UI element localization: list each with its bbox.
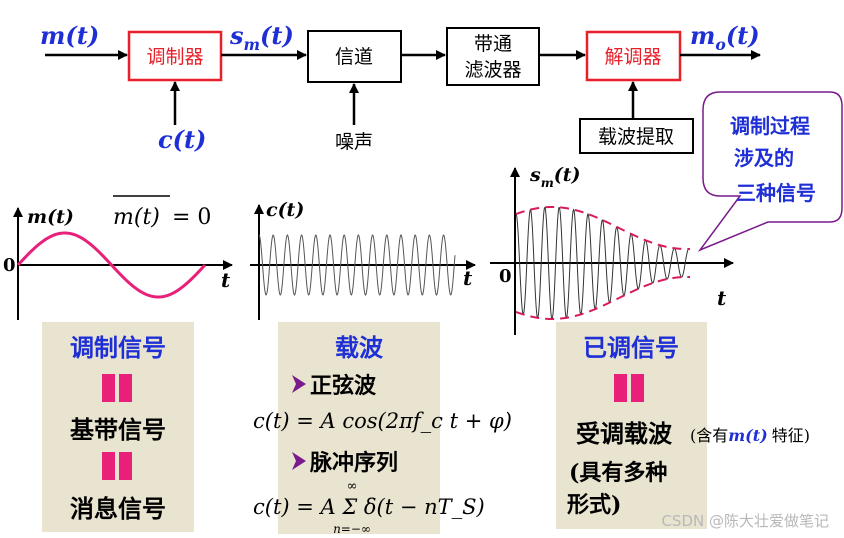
channel-block [307,30,402,83]
noise-label: 噪声 [335,131,373,153]
block-diagram: m(t) 调制器 c(t) sm(t) 信道 噪声 带通 滤波器 解调器 载波提… [40,21,761,154]
carrier-input-label: c(t) [158,125,206,154]
panel3-equal-bars [614,374,627,402]
panel2-bullet2: 脉冲序列 [309,450,398,476]
panel3-item1: 受调载波 [576,419,673,448]
m-axis-label: m(t) [27,206,74,228]
panel3-item2-line1: (具有多种 [569,460,667,486]
plot-carrier: c(t) t [250,199,476,320]
callout-line3: 三种信号 [736,181,816,205]
panel2-formula2: c(t) = A Σ δ(t − nT_S) [253,495,485,519]
bandpass-filter-label-line1: 带通 [474,33,512,55]
callout-line1: 调制过程 [730,114,810,138]
callout-line2: 涉及的 [734,146,794,170]
c-time-label: t [463,266,473,290]
panel1-equal-bars-1 [102,374,115,402]
input-label: m(t) [40,21,99,50]
panel2-formula1: c(t) = A cos(2πf_c t + φ) [253,409,512,433]
bullet-arrow-icon [292,375,306,393]
panel1-item2: 消息信号 [70,494,166,523]
panel1-item1: 基带信号 [70,415,166,444]
s-envelope-upper [515,205,691,251]
c-axis-label: c(t) [266,199,304,221]
panel3-title: 已调信号 [583,334,679,362]
panel2-title: 载波 [335,334,384,362]
panel3-item2-line2: 形式) [567,492,621,518]
panel3-note: (含有m(t)特征) [690,426,810,445]
panel2-sum-lower: n=−∞ [333,522,371,536]
m-mean-equals-zero: = 0 [172,205,211,230]
panel-carrier: 载波 正弦波 c(t) = A cos(2πf_c t + φ) 脉冲序列 ∞ … [253,322,512,536]
s-origin-label: 0 [499,266,512,287]
plot-modulating-signal: m(t) 0 t m(t) = 0 [3,195,233,320]
panel2-sum-upper: ∞ [347,479,358,494]
carrier-extraction-block [579,118,694,154]
panel1-equal-bars-2 [102,452,115,480]
s-time-label: t [717,286,727,310]
output-label: mo(t) [690,21,760,54]
bullet-arrow-icon [292,452,306,470]
panel1-title: 调制信号 [70,334,166,362]
m-sine-curve [16,231,207,299]
m-time-label: t [221,268,231,292]
channel-label: 信道 [335,46,373,68]
modulator-label: 调制器 [146,46,203,68]
s-axis-label: sm(t) [529,164,581,190]
m-origin-label: 0 [3,255,16,276]
plot-modulated-signal: sm(t) 0 t [490,164,734,335]
carrier-extraction-label: 载波提取 [598,126,674,148]
s-envelope-lower [515,275,691,321]
demodulator-label: 解调器 [604,46,661,68]
bandpass-filter-label-line2: 滤波器 [464,59,521,81]
bandpass-filter-block [446,27,540,86]
demodulator-block [585,30,682,82]
c-carrier-wave [258,234,456,296]
watermark: CSDN @陈大壮爱做笔记 [661,512,829,530]
modulated-signal-label: sm(t) [229,21,294,54]
panel-modulating-signal: 调制信号 基带信号 消息信号 [42,322,194,532]
panel-modulated-signal: 已调信号 受调载波 (含有m(t)特征) (具有多种 形式) [556,322,810,529]
panel2-bullet1: 正弦波 [310,373,377,399]
callout-bubble: 调制过程 涉及的 三种信号 [697,91,843,252]
m-mean-symbol: m(t) [113,205,160,230]
